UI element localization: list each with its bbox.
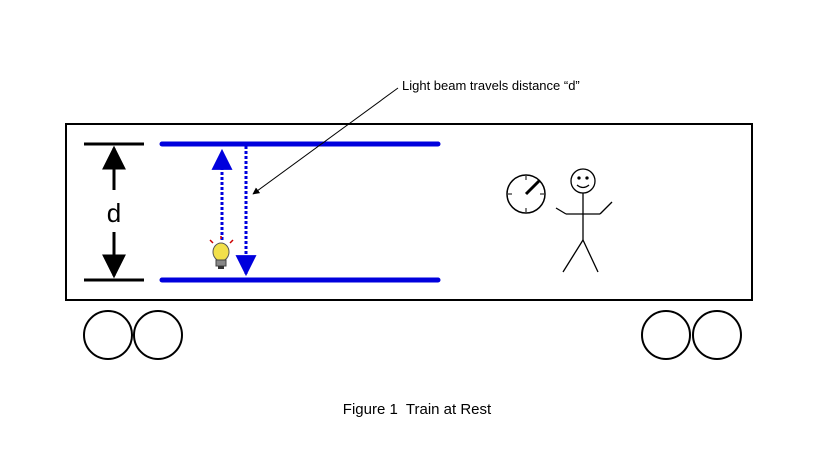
dimension-label: d bbox=[107, 198, 121, 228]
wheel-icon bbox=[133, 310, 183, 360]
train-car-body bbox=[65, 123, 753, 301]
figure-caption: Figure 1 Train at Rest bbox=[343, 401, 492, 418]
annotation-label: Light beam travels distance “d” bbox=[402, 78, 580, 93]
lightbulb-icon bbox=[209, 236, 234, 269]
wheels-right bbox=[641, 310, 742, 360]
wheel-icon bbox=[641, 310, 691, 360]
wheel-icon bbox=[83, 310, 133, 360]
wheels-left bbox=[83, 310, 183, 360]
wheel-icon bbox=[692, 310, 742, 360]
dimension-marker: d bbox=[84, 142, 144, 282]
clock-icon bbox=[506, 174, 546, 214]
stick-figure-icon bbox=[555, 168, 613, 273]
annotation-pointer bbox=[252, 87, 399, 195]
